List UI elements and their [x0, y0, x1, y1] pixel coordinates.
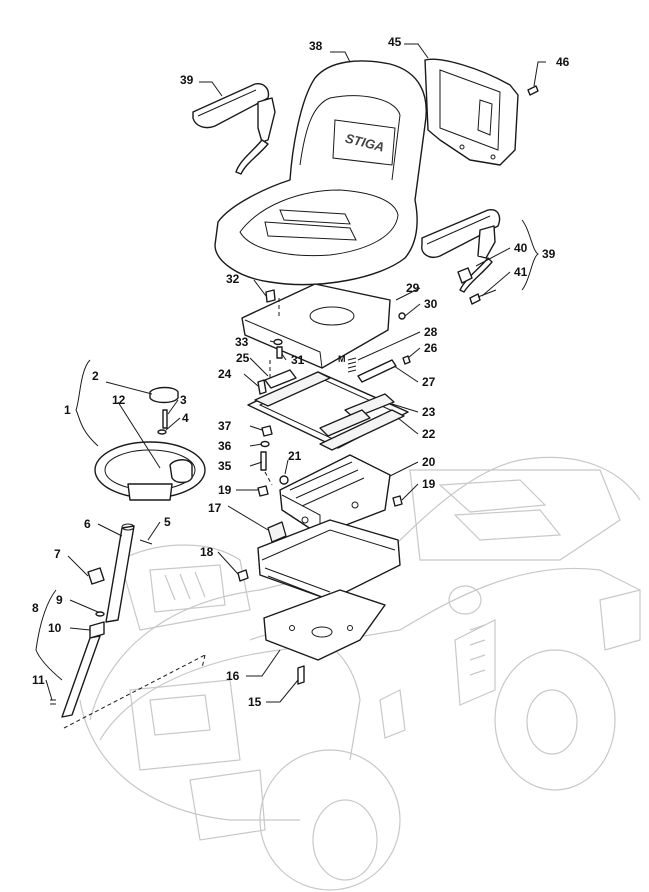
callout-25: 25	[236, 351, 250, 365]
callout-15: 15	[248, 695, 262, 709]
seat-plate-marking: M	[338, 354, 346, 364]
callout-26: 26	[424, 341, 438, 355]
tractor-body-ghost	[79, 456, 641, 891]
pin-part-11	[50, 699, 56, 705]
nut-part-21	[279, 475, 289, 485]
spring-part-28	[347, 357, 357, 373]
screw-part-46	[527, 85, 539, 96]
washer-part-36	[260, 440, 270, 448]
lever-part-27	[357, 359, 397, 383]
callout-36: 36	[218, 439, 232, 453]
suspension-frame-part-20	[279, 454, 391, 536]
callout-4: 4	[182, 411, 189, 425]
callout-45: 45	[388, 35, 402, 49]
callout-22: 22	[422, 427, 436, 441]
callout-9: 9	[56, 593, 63, 607]
callout-29: 29	[406, 281, 420, 295]
pin-part-5	[139, 539, 153, 545]
knob-part-7	[87, 567, 105, 585]
callout-30: 30	[424, 297, 438, 311]
armrest-left-part-39	[192, 83, 276, 175]
callout-21: 21	[288, 449, 302, 463]
callout-41: 41	[514, 265, 528, 279]
leader-lines	[35, 43, 546, 703]
bushing-part-37	[261, 425, 273, 437]
assembly-lines	[63, 298, 280, 729]
bolt-part-24	[257, 379, 267, 395]
callout-3: 3	[180, 393, 187, 407]
bolt-part-3	[162, 409, 168, 429]
slide-rail-part-25	[264, 369, 297, 389]
callout-27: 27	[422, 375, 436, 389]
nut-part-30	[398, 312, 406, 320]
bolt-part-19-right	[392, 495, 403, 507]
shaft-part-8	[61, 635, 101, 718]
washer-part-33	[273, 338, 283, 346]
callout-38: 38	[309, 39, 323, 53]
callout-17: 17	[208, 501, 222, 515]
hardware-part-32	[265, 289, 276, 303]
callout-37: 37	[218, 419, 232, 433]
steering-wheel-part-12	[94, 441, 206, 501]
callout-19-left: 19	[218, 483, 232, 497]
callout-20: 20	[422, 455, 436, 469]
callout-32: 32	[226, 272, 240, 286]
bolt-part-18	[237, 569, 249, 582]
steering-column-part-6	[105, 523, 135, 623]
callout-31: 31	[291, 353, 305, 367]
bolt-part-19-left	[257, 485, 269, 497]
suspension-damper-part-17	[257, 519, 401, 601]
steering-cap-part-2	[149, 386, 179, 404]
slide-rail-part-23	[319, 393, 395, 437]
mounting-bracket-part-16	[263, 589, 386, 661]
callout-5: 5	[164, 515, 171, 529]
callout-6: 6	[84, 517, 91, 531]
rail-frame-part-22	[247, 371, 409, 451]
seat-part-38: STIGA	[214, 60, 427, 286]
callout-7: 7	[54, 547, 61, 561]
callout-labels: 38 45 46 39 40 39 41 32 29 30 28 33 26 2…	[32, 35, 570, 709]
washer-part-9	[95, 611, 105, 617]
callout-24: 24	[218, 367, 232, 381]
knob-part-40	[457, 267, 473, 284]
callout-40: 40	[514, 241, 528, 255]
callout-39-right: 39	[542, 247, 556, 261]
callout-28: 28	[424, 325, 438, 339]
callout-11: 11	[32, 673, 45, 687]
callout-10: 10	[48, 621, 62, 635]
bolt-part-15	[297, 665, 305, 685]
washer-part-4	[157, 429, 167, 435]
callout-19-right: 19	[422, 477, 436, 491]
bolt-part-35	[260, 451, 267, 471]
callout-8: 8	[32, 601, 39, 615]
callout-39-left: 39	[180, 73, 194, 87]
bushing-part-10	[89, 621, 105, 639]
callout-33: 33	[235, 335, 249, 349]
callout-46: 46	[556, 55, 570, 69]
callout-35: 35	[218, 459, 232, 473]
callout-16: 16	[226, 669, 240, 683]
armrest-right-part-39	[421, 209, 501, 293]
callout-12: 12	[112, 393, 126, 407]
bolt-part-31	[276, 346, 283, 359]
bolt-part-41	[469, 289, 497, 305]
callout-18: 18	[200, 545, 214, 559]
callout-2: 2	[92, 369, 99, 383]
back-panel-part-45	[424, 58, 519, 166]
callout-1: 1	[64, 403, 71, 417]
callout-23: 23	[422, 405, 436, 419]
